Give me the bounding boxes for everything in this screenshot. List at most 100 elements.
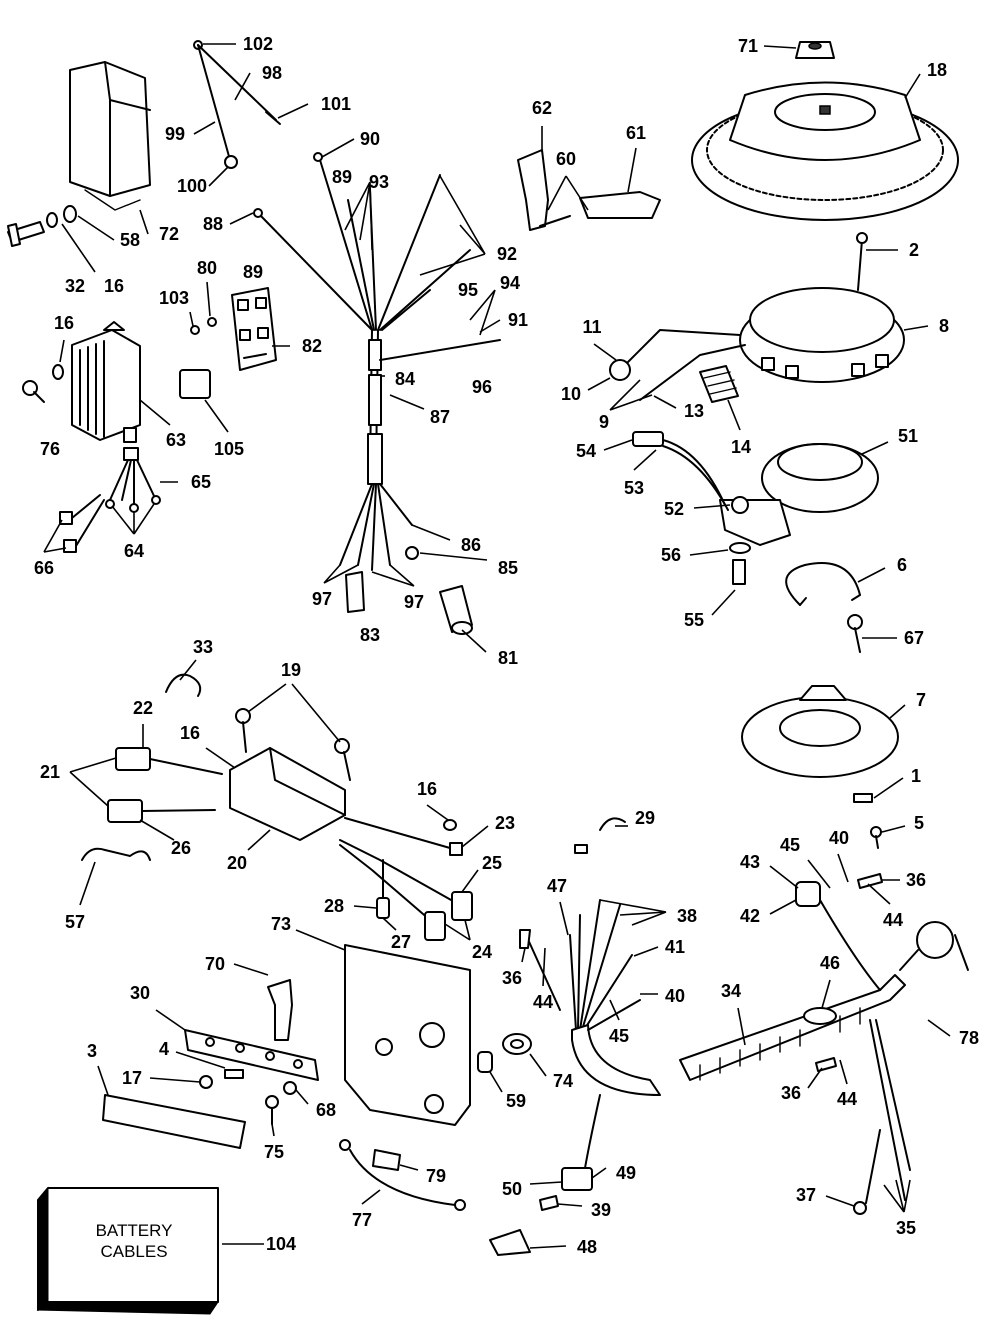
part-105-relay bbox=[179, 369, 211, 399]
callout-46: 46 bbox=[820, 953, 840, 973]
callout-89: 89 bbox=[332, 167, 352, 187]
part-79-screw bbox=[372, 1149, 401, 1171]
callout-82: 82 bbox=[302, 336, 322, 356]
part-14-sleeve bbox=[699, 365, 739, 403]
callout-93: 93 bbox=[369, 172, 389, 192]
callout-25: 25 bbox=[482, 853, 502, 873]
callout-42: 42 bbox=[740, 906, 760, 926]
part-22-boot bbox=[115, 747, 223, 775]
callout-19: 19 bbox=[281, 660, 301, 680]
part-16-washer bbox=[46, 212, 58, 228]
callout-16: 16 bbox=[180, 723, 200, 743]
callout-97: 97 bbox=[312, 589, 332, 609]
callout-86: 86 bbox=[461, 535, 481, 555]
callout-66: 66 bbox=[34, 558, 54, 578]
part-73-plate bbox=[344, 944, 471, 1126]
part-74-grommet bbox=[502, 1033, 532, 1055]
part-5-screw bbox=[870, 826, 882, 849]
callout-73: 73 bbox=[271, 914, 291, 934]
part-16-washer-d bbox=[443, 819, 457, 831]
callout-7: 7 bbox=[916, 690, 926, 710]
part-48-clip bbox=[489, 1229, 531, 1256]
callout-51: 51 bbox=[898, 426, 918, 446]
part-10-connector bbox=[609, 329, 746, 401]
callout-102: 102 bbox=[243, 34, 273, 54]
callout-27: 27 bbox=[391, 932, 411, 952]
part-34-harness bbox=[679, 899, 911, 1215]
callout-57: 57 bbox=[65, 912, 85, 932]
callout-34: 34 bbox=[721, 981, 741, 1001]
callout-75: 75 bbox=[264, 1142, 284, 1162]
part-88-terminal bbox=[253, 208, 263, 218]
callout-45: 45 bbox=[609, 1026, 629, 1046]
part-65-harness bbox=[59, 447, 161, 553]
callout-20: 20 bbox=[227, 853, 247, 873]
part-23-lead bbox=[344, 817, 463, 856]
callout-2: 2 bbox=[909, 240, 919, 260]
callout-94: 94 bbox=[500, 273, 520, 293]
part-82-terminal-block bbox=[231, 287, 277, 371]
part-4-jumper bbox=[224, 1069, 244, 1079]
part-98-cable bbox=[193, 40, 281, 169]
callout-39: 39 bbox=[591, 1200, 611, 1220]
part-55-screw bbox=[732, 559, 746, 585]
callout-80: 80 bbox=[197, 258, 217, 278]
leader-lines bbox=[43, 43, 951, 1249]
callout-96: 96 bbox=[472, 377, 492, 397]
part-84-main-harness bbox=[259, 159, 501, 571]
part-56-washer bbox=[729, 542, 751, 554]
part-8-stator bbox=[739, 287, 905, 383]
callout-74: 74 bbox=[553, 1071, 573, 1091]
callout-53: 53 bbox=[624, 478, 644, 498]
callout-44: 44 bbox=[533, 992, 553, 1012]
callout-105: 105 bbox=[214, 439, 244, 459]
part-75-screw bbox=[265, 1095, 279, 1125]
callout-76: 76 bbox=[40, 439, 60, 459]
callout-97: 97 bbox=[404, 592, 424, 612]
callout-36: 36 bbox=[781, 1083, 801, 1103]
callout-104: 104 bbox=[266, 1234, 296, 1254]
part-16-washer-b bbox=[52, 364, 64, 380]
callout-100: 100 bbox=[177, 176, 207, 196]
callout-4: 4 bbox=[159, 1039, 169, 1059]
callout-63: 63 bbox=[166, 430, 186, 450]
part-33-clip bbox=[165, 673, 202, 697]
callout-23: 23 bbox=[495, 813, 515, 833]
callout-40: 40 bbox=[665, 986, 685, 1006]
part-28-terminal bbox=[376, 859, 390, 919]
callout-29: 29 bbox=[635, 808, 655, 828]
callout-21: 21 bbox=[40, 762, 60, 782]
callout-56: 56 bbox=[661, 545, 681, 565]
part-6-ring bbox=[785, 562, 861, 606]
battery-label-line2: CABLES bbox=[100, 1242, 167, 1261]
callout-70: 70 bbox=[205, 954, 225, 974]
callout-47: 47 bbox=[547, 876, 567, 896]
part-1-key bbox=[853, 793, 873, 803]
callout-85: 85 bbox=[498, 558, 518, 578]
part-103-screw bbox=[190, 325, 200, 335]
part-80-washer bbox=[207, 317, 217, 327]
part-63-rectifier bbox=[71, 321, 141, 443]
part-18-flywheel bbox=[691, 81, 959, 221]
callout-16: 16 bbox=[417, 779, 437, 799]
callout-6: 6 bbox=[897, 555, 907, 575]
part-19-screw-b bbox=[334, 738, 351, 781]
callout-45: 45 bbox=[780, 835, 800, 855]
part-42-connector bbox=[795, 881, 821, 907]
part-19-screw-a bbox=[235, 708, 251, 753]
part-85-plug bbox=[405, 546, 419, 560]
part-32-bolt bbox=[7, 221, 45, 247]
part-81-boot bbox=[439, 585, 473, 635]
callout-40: 40 bbox=[829, 828, 849, 848]
battery-label-line1: BATTERY bbox=[96, 1221, 173, 1240]
callout-101: 101 bbox=[321, 94, 351, 114]
callout-36: 36 bbox=[906, 870, 926, 890]
callout-54: 54 bbox=[576, 441, 596, 461]
callout-43: 43 bbox=[740, 852, 760, 872]
part-26-boot bbox=[107, 799, 216, 823]
part-76-screw bbox=[22, 380, 45, 403]
callout-13: 13 bbox=[684, 401, 704, 421]
callout-64: 64 bbox=[124, 541, 144, 561]
callout-33: 33 bbox=[193, 637, 213, 657]
